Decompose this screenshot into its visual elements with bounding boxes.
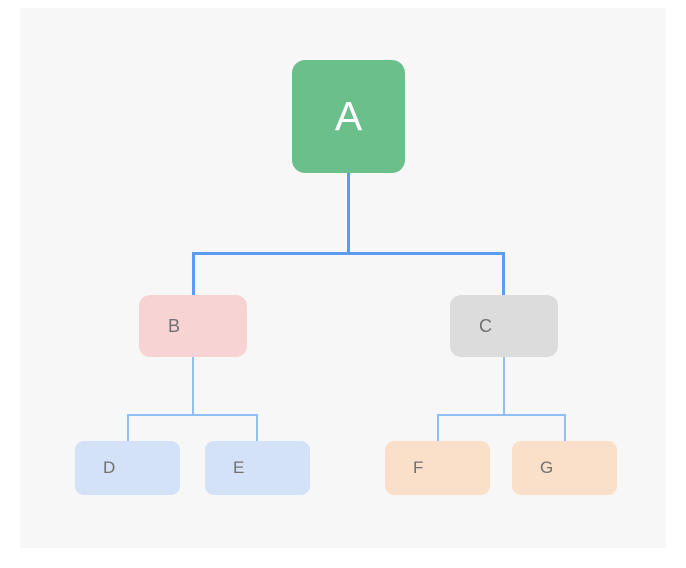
edge-b-bar [127, 414, 258, 416]
edge-c-stem [503, 357, 505, 415]
edge-a-to-c-drop [502, 252, 505, 298]
edge-b-to-e-drop [256, 414, 258, 444]
tree-node-a-label: A [334, 93, 363, 139]
tree-node-f[interactable]: F [385, 441, 490, 495]
tree-node-d[interactable]: D [75, 441, 180, 495]
edge-a-bar [192, 252, 505, 255]
diagram-canvas: A B C D E F G [20, 8, 666, 548]
edge-a-to-b-drop [192, 252, 195, 298]
tree-node-f-label: F [413, 458, 424, 477]
edge-a-stem [347, 173, 350, 255]
tree-node-g-label: G [540, 458, 554, 477]
edge-b-stem [192, 357, 194, 415]
tree-node-e-label: E [233, 458, 245, 477]
edge-c-to-g-drop [564, 414, 566, 444]
tree-node-e[interactable]: E [205, 441, 310, 495]
tree-node-a[interactable]: A [292, 60, 405, 173]
tree-node-b[interactable]: B [139, 295, 247, 357]
tree-node-c[interactable]: C [450, 295, 558, 357]
tree-node-g[interactable]: G [512, 441, 617, 495]
edge-c-to-f-drop [437, 414, 439, 444]
tree-node-b-label: B [168, 315, 181, 336]
tree-node-c-label: C [479, 315, 493, 336]
edge-c-bar [437, 414, 565, 416]
edge-b-to-d-drop [127, 414, 129, 444]
tree-node-d-label: D [103, 458, 116, 477]
